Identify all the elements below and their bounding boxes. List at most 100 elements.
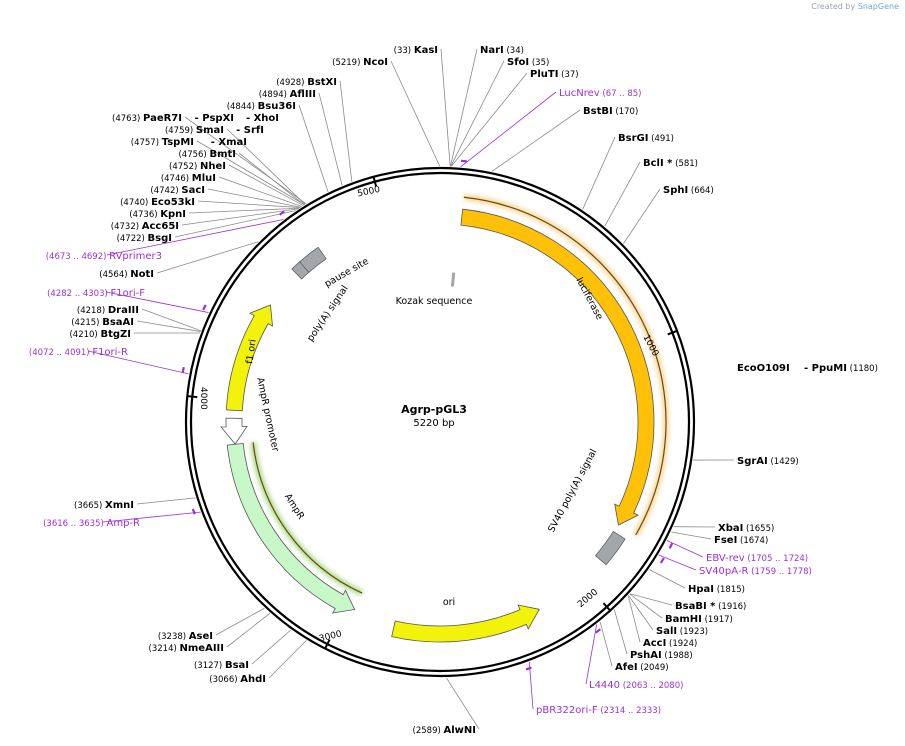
enzyme-site-nhei[interactable]: (4752) NheI xyxy=(169,161,226,172)
enzyme-site-pspxi[interactable]: - PspXI xyxy=(195,113,234,124)
primer-label-l4440[interactable]: L4440 (2063 .. 2080) xyxy=(589,680,683,691)
feature-luciferase[interactable] xyxy=(460,208,655,526)
enzyme-site-afei[interactable]: AfeI (2049) xyxy=(615,662,669,673)
feature-ampr-promoter[interactable] xyxy=(220,417,248,445)
enzyme-site-pshai[interactable]: PshAI (1988) xyxy=(630,650,693,661)
primer-site[interactable] xyxy=(461,159,467,163)
enzyme-position: (1815) xyxy=(714,585,745,595)
feature-ampr[interactable] xyxy=(226,442,356,614)
enzyme-label: XbaI (1655) xyxy=(718,523,774,534)
leader-line xyxy=(629,593,663,619)
leader-line xyxy=(649,569,686,589)
enzyme-site-paer7i[interactable]: (4763) PaeR7I xyxy=(112,113,182,124)
enzyme-site-ahdi[interactable]: (3066) AhdI xyxy=(209,674,266,685)
enzyme-site-bamhi[interactable]: BamHI (1917) xyxy=(665,614,733,625)
enzyme-name: AseI xyxy=(189,631,213,642)
enzyme-site-mlui[interactable]: (4746) MluI xyxy=(161,173,216,184)
enzyme-site-draiii[interactable]: (4218) DraIII xyxy=(77,305,139,316)
enzyme-position: (581) xyxy=(672,159,698,169)
enzyme-name: - XmaI xyxy=(211,137,247,148)
enzyme-site-btgzi[interactable]: (4210) BtgZI xyxy=(69,329,131,340)
enzyme-name: TspMI xyxy=(162,137,194,148)
enzyme-site-xmai[interactable]: - XmaI xyxy=(211,137,247,148)
enzyme-site-bmti[interactable]: (4756) BmtI xyxy=(178,149,236,160)
primer-label-amp-r[interactable]: (3616 .. 3635) Amp-R xyxy=(43,518,140,529)
tick-label: 2000 xyxy=(576,587,600,610)
enzyme-site-kasi[interactable]: (33) KasI xyxy=(394,45,438,56)
enzyme-site-sgrai[interactable]: SgrAI (1429) xyxy=(737,456,799,467)
enzyme-name: AflIII xyxy=(290,89,316,100)
enzyme-site-bstbi[interactable]: BstBI (170) xyxy=(583,106,638,117)
enzyme-position: (4218) xyxy=(77,306,108,316)
primer-site[interactable] xyxy=(659,557,665,564)
feature-pause-site[interactable] xyxy=(299,246,327,273)
enzyme-site-fsei[interactable]: FseI (1674) xyxy=(714,535,768,546)
enzyme-site-xbai[interactable]: XbaI (1655) xyxy=(718,523,774,534)
enzyme-site-afliii[interactable]: (4894) AflIII xyxy=(259,89,316,100)
enzyme-site-ppumi[interactable]: - PpuMI (1180) xyxy=(804,363,878,374)
primer-leader xyxy=(528,661,534,710)
primer-site[interactable] xyxy=(595,628,601,634)
leader-line xyxy=(339,80,353,182)
primer-site[interactable] xyxy=(191,508,196,515)
primer-site[interactable] xyxy=(181,367,185,374)
enzyme-name: AlwNI xyxy=(444,725,477,736)
enzyme-name: BsaBI xyxy=(675,601,707,612)
primer-site[interactable] xyxy=(668,542,674,549)
enzyme-label: (4746) MluI xyxy=(161,173,216,184)
enzyme-site-noti[interactable]: (4564) NotI xyxy=(99,269,154,280)
enzyme-site-hpai[interactable]: HpaI (1815) xyxy=(688,584,745,595)
primer-label-lucnrev[interactable]: LucNrev (67 .. 85) xyxy=(559,88,641,99)
enzyme-site-xhoi[interactable]: - XhoI xyxy=(246,113,279,124)
enzyme-position: (1674) xyxy=(737,536,768,546)
enzyme-site-smai[interactable]: (4759) SmaI xyxy=(165,125,224,136)
enzyme-site-ecoo109i[interactable]: EcoO109I xyxy=(737,363,790,374)
feature-f1-ori[interactable] xyxy=(225,304,273,412)
enzyme-site-nmeaiii[interactable]: (3214) NmeAIII xyxy=(149,643,224,654)
primer-label-ebv-rev[interactable]: EBV-rev (1705 .. 1724) xyxy=(706,553,808,564)
primer-label-sv40pa-r[interactable]: SV40pA-R (1759 .. 1778) xyxy=(699,566,812,577)
enzyme-site-ncoi[interactable]: (5219) NcoI xyxy=(332,57,388,68)
enzyme-position: (664) xyxy=(688,186,714,196)
feature-kozak-sequence[interactable] xyxy=(450,272,456,287)
enzyme-site-pluti[interactable]: PluTI (37) xyxy=(530,69,579,80)
primer-label-f1ori-r[interactable]: (4072 .. 4091) F1ori-R xyxy=(29,347,128,358)
enzyme-site-eco53ki[interactable]: (4740) Eco53kI xyxy=(120,197,195,208)
enzyme-position: (4756) xyxy=(178,150,209,160)
enzyme-label: (4736) KpnI xyxy=(129,209,186,220)
enzyme-site-asei[interactable]: (3238) AseI xyxy=(158,631,213,642)
enzyme-site-kpni[interactable]: (4736) KpnI xyxy=(129,209,186,220)
primer-site[interactable] xyxy=(279,210,285,216)
enzyme-site-alwni[interactable]: (2589) AlwNI xyxy=(413,725,476,736)
enzyme-site-nari[interactable]: NarI (34) xyxy=(480,45,524,56)
enzyme-site-bsgi[interactable]: (4722) BsgI xyxy=(117,233,172,244)
enzyme-label: (4928) BstXI xyxy=(276,77,337,88)
primer-label-pbr322ori-f[interactable]: pBR322ori-F (2314 .. 2333) xyxy=(536,705,661,716)
feature-sv40-polya-signal[interactable] xyxy=(594,530,626,566)
enzyme-site-bstxi[interactable]: (4928) BstXI xyxy=(276,77,337,88)
feature-ori[interactable] xyxy=(391,604,540,643)
primer-site[interactable] xyxy=(525,666,532,671)
enzyme-site-bsabi[interactable]: BsaBI * (1916) xyxy=(675,601,746,612)
enzyme-site-bsaai[interactable]: (4215) BsaAI xyxy=(71,317,134,328)
enzyme-site-acc65i[interactable]: (4732) Acc65I xyxy=(111,221,179,232)
enzyme-site-sfoi[interactable]: SfoI (35) xyxy=(507,57,549,68)
enzyme-position: (1924) xyxy=(666,639,697,649)
enzyme-site-acci[interactable]: AccI (1924) xyxy=(643,638,697,649)
enzyme-name: MluI xyxy=(192,173,216,184)
enzyme-site-bsai[interactable]: (3127) BsaI xyxy=(194,660,249,671)
enzyme-site-bsu36i[interactable]: (4844) Bsu36I xyxy=(227,101,296,112)
leader-line xyxy=(141,308,201,332)
enzyme-site-sphi[interactable]: SphI (664) xyxy=(663,185,714,196)
primer-label-f1ori-f[interactable]: (4282 .. 4303) F1ori-F xyxy=(47,288,145,299)
enzyme-site-srfi[interactable]: - SrfI xyxy=(236,125,264,136)
enzyme-site-tspmi[interactable]: (4757) TspMI xyxy=(131,137,194,148)
primer-site[interactable] xyxy=(202,304,207,311)
enzyme-site-bsrgi[interactable]: BsrGI (491) xyxy=(618,133,674,144)
enzyme-label: (4732) Acc65I xyxy=(111,221,179,232)
enzyme-site-sali[interactable]: SalI (1923) xyxy=(656,626,708,637)
enzyme-site-saci[interactable]: (4742) SacI xyxy=(150,185,205,196)
enzyme-site-bcli[interactable]: BclI * (581) xyxy=(643,158,698,169)
enzyme-site-xmni[interactable]: (3665) XmnI xyxy=(74,500,134,511)
primer-label-rvprimer3[interactable]: (4673 .. 4692) RVprimer3 xyxy=(46,251,162,262)
